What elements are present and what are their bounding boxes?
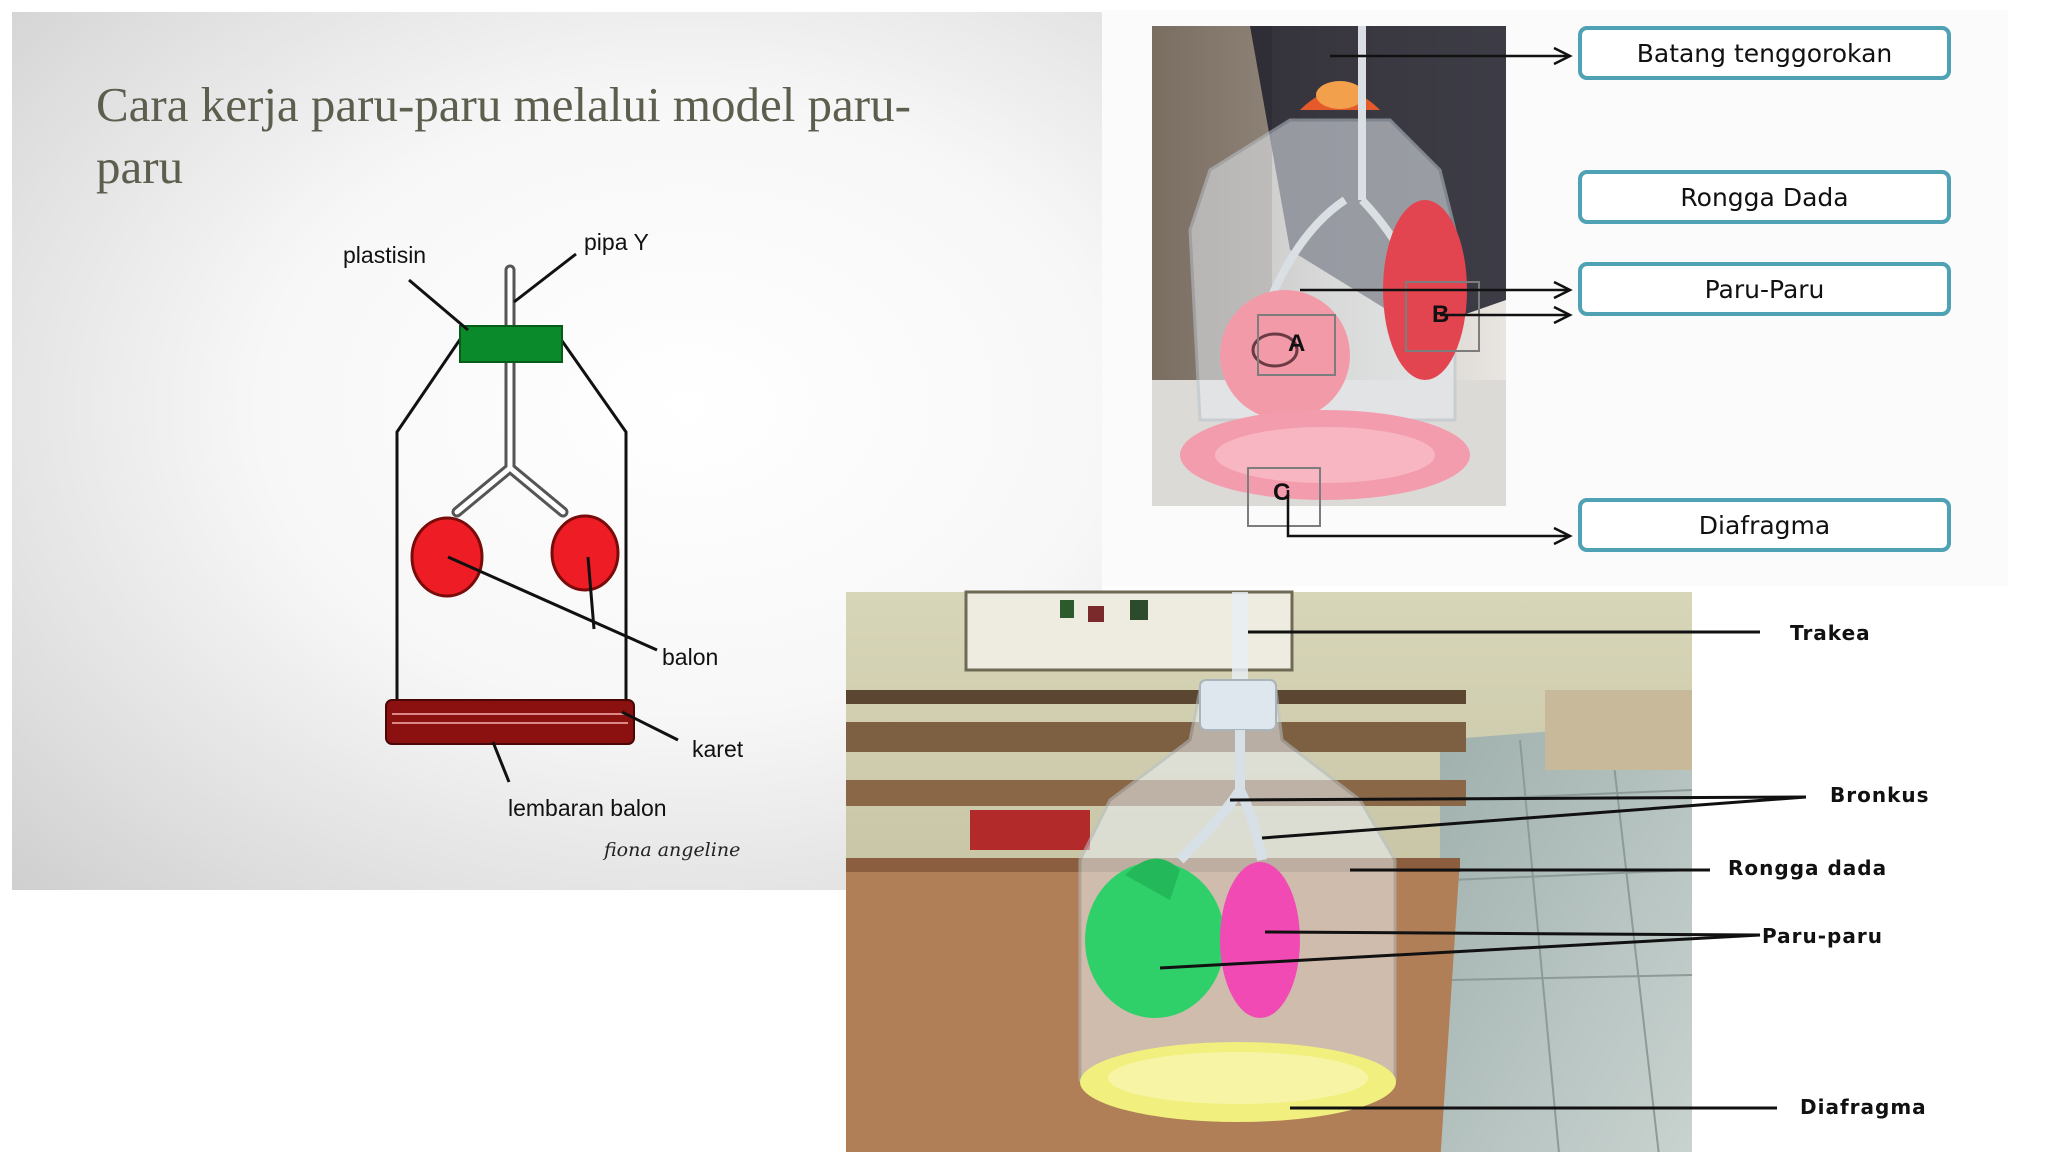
box-rongga-dada: Rongga Dada [1578,170,1951,224]
label-trakea: Trakea [1790,621,1871,645]
label-bronkus: Bronkus [1830,783,1930,807]
label-pipa-y: pipa Y [584,229,649,255]
box-paru-paru: Paru-Paru [1578,262,1951,316]
lung-pink [1220,862,1300,1018]
box-batang-tenggorokan: Batang tenggorokan [1578,26,1951,80]
bottle-outline [395,337,628,707]
author-signature: fiona angeline [602,839,740,861]
marker-a: A [1288,330,1305,357]
marker-c: C [1273,479,1290,506]
label-diafragma: Diafragma [1800,1095,1927,1119]
box-diafragma: Diafragma [1578,498,1951,552]
slide-title: Cara kerja paru-paru melalui model paru-… [96,77,911,194]
plastisin-block [459,325,563,363]
balloon-left [410,516,484,598]
label-karet: karet [692,736,744,762]
lung-model-diagram: plastisin pipa Y balon karet lembaran ba… [343,229,744,861]
top-photo-arrows [1286,46,1573,546]
lung-left-pink [1220,290,1350,420]
diagram-leader-lines [408,252,679,783]
label-paru-paru: Paru-paru [1762,924,1883,948]
lung-green [1085,862,1225,1018]
label-plastisin: plastisin [343,242,426,268]
label-rongga-dada: Rongga dada [1728,856,1887,880]
slide-panel: Cara kerja paru-paru melalui model paru-… [12,12,1102,890]
label-lembaran-balon: lembaran balon [508,795,667,821]
label-balon: balon [662,644,718,670]
balloon-right [550,514,620,592]
bottom-photo-leader-lines [1159,630,1807,1110]
